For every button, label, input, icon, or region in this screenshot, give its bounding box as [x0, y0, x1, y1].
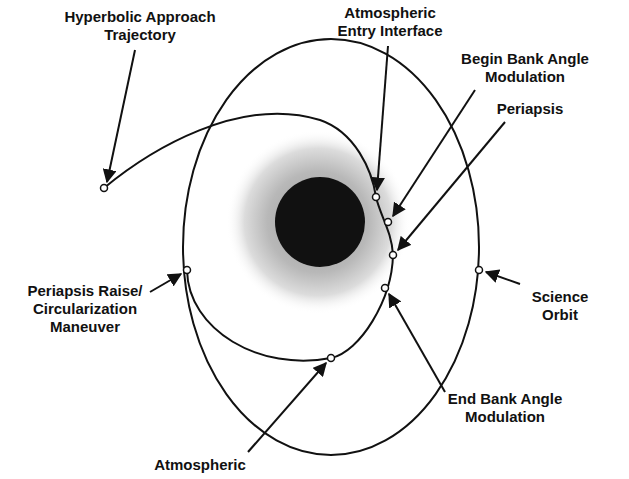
callout-label: Science Orbit	[520, 288, 600, 324]
capture-orbit	[187, 255, 393, 361]
science-orbit	[183, 39, 479, 455]
callout-label: Hyperbolic Approach Trajectory	[60, 8, 220, 44]
atmosphere	[226, 130, 410, 314]
callout-label: Begin Bank Angle Modulation	[455, 50, 595, 86]
callout-label: Atmospheric	[140, 456, 260, 474]
hyperbolic-trajectory	[104, 114, 393, 255]
callout-label: Atmospheric Entry Interface	[330, 4, 450, 40]
callout-label: End Bank Angle Modulation	[440, 390, 570, 426]
trajectory-points	[101, 185, 483, 362]
planet	[275, 177, 365, 267]
callout-label: Periapsis Raise/ Circularization Maneuve…	[10, 282, 160, 336]
callout-label: Periapsis	[480, 100, 580, 118]
